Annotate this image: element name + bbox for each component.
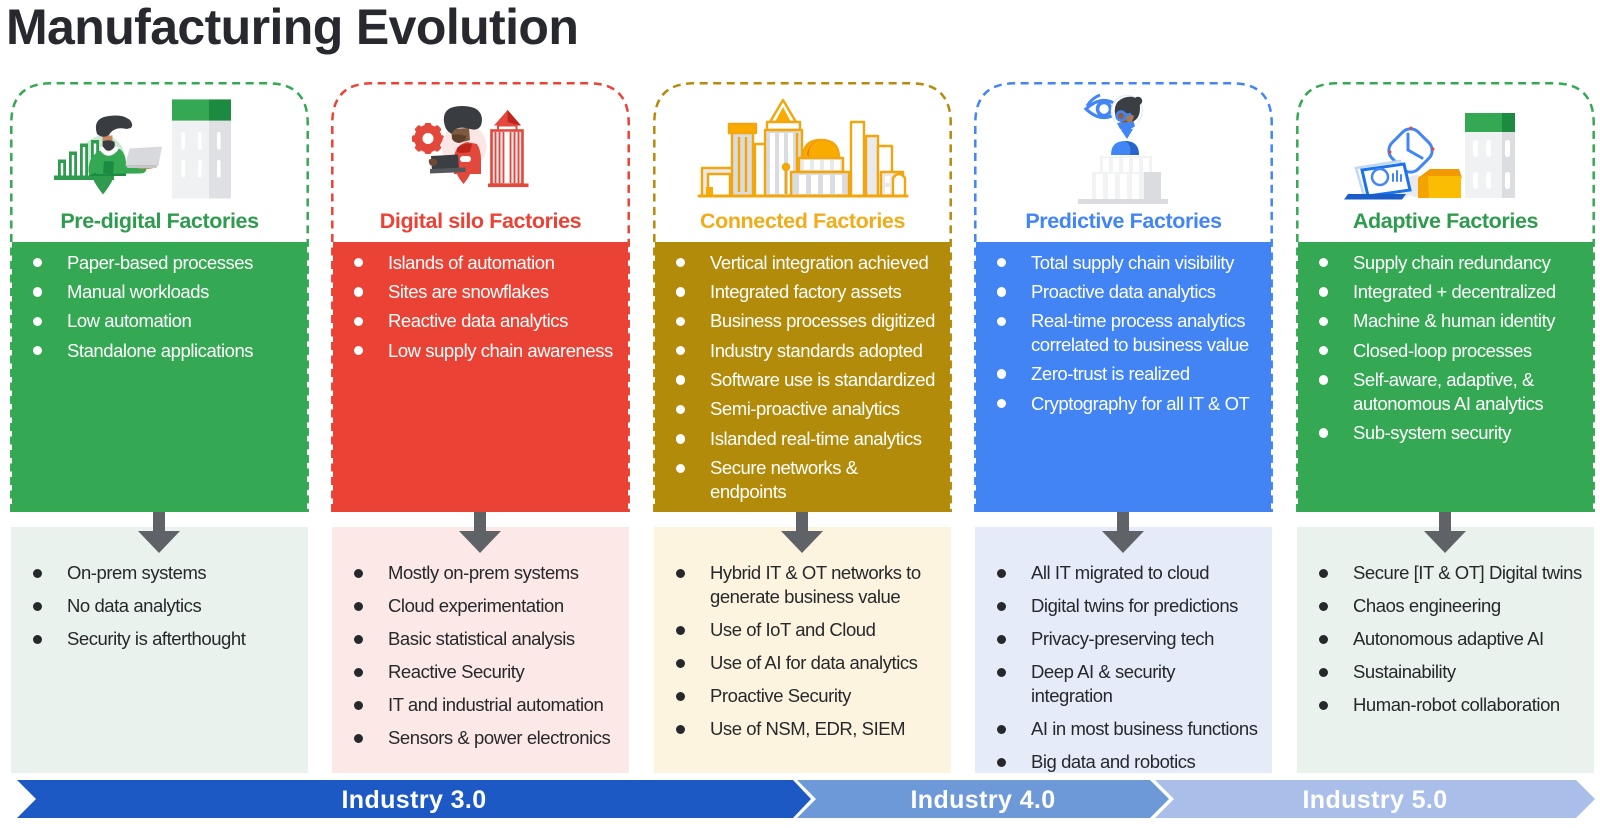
svg-text:Industry 3.0: Industry 3.0 bbox=[341, 786, 486, 814]
svg-text:Industry 4.0: Industry 4.0 bbox=[910, 786, 1055, 814]
svg-text:Industry 5.0: Industry 5.0 bbox=[1302, 786, 1447, 814]
